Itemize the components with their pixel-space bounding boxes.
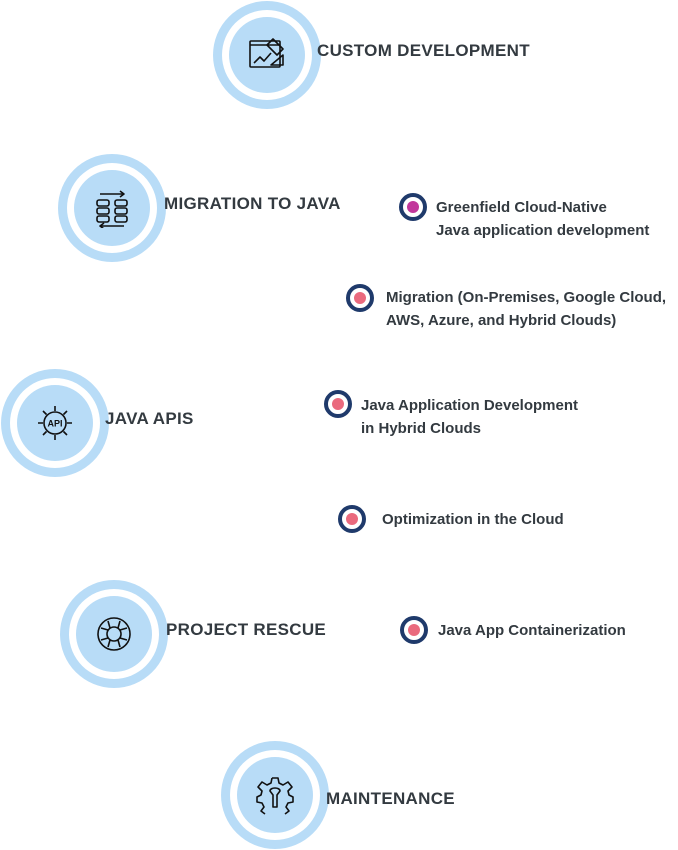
data-migration-icon bbox=[92, 188, 132, 228]
bullet-dot bbox=[399, 193, 427, 221]
service-icon-ring bbox=[60, 580, 168, 688]
service-label: JAVA APIS bbox=[105, 409, 194, 428]
lifebuoy-icon bbox=[94, 614, 134, 654]
bullet-dot bbox=[400, 616, 428, 644]
service-icon-ring bbox=[221, 741, 329, 849]
bullet-dot bbox=[324, 390, 352, 418]
service-icon-ring bbox=[213, 1, 321, 109]
service-icon-ring bbox=[58, 154, 166, 262]
gear-wrench-icon bbox=[255, 775, 295, 815]
feature-line: AWS, Azure, and Hybrid Clouds) bbox=[386, 312, 617, 329]
feature-text: Migration (On-Premises, Google Cloud, AW… bbox=[386, 286, 666, 332]
service-label: MIGRATION TO JAVA bbox=[164, 194, 341, 213]
feature-line: in Hybrid Clouds bbox=[361, 420, 481, 437]
service-label: PROJECT RESCUE bbox=[166, 620, 327, 639]
service-label: MAINTENANCE bbox=[326, 789, 455, 808]
svg-text:API: API bbox=[47, 419, 62, 429]
feature-text: Optimization in the Cloud bbox=[382, 508, 564, 531]
api-gear-icon: API bbox=[35, 403, 75, 443]
bullet-dot bbox=[338, 505, 366, 533]
blueprint-icon bbox=[247, 35, 287, 75]
feature-line: Java App Containerization bbox=[438, 622, 626, 639]
feature-text: Java App Containerization bbox=[438, 619, 626, 642]
feature-line: Optimization in the Cloud bbox=[382, 511, 564, 528]
feature-text: Greenfield Cloud-Native Java application… bbox=[436, 196, 649, 242]
feature-line: Java application development bbox=[436, 222, 650, 239]
bullet-dot bbox=[346, 284, 374, 312]
service-label: CUSTOM DEVELOPMENT bbox=[317, 41, 530, 60]
feature-line: Java Application Development bbox=[361, 397, 579, 414]
service-icon-ring: API bbox=[1, 369, 109, 477]
feature-line: Migration (On-Premises, Google Cloud, bbox=[386, 289, 667, 306]
feature-line: Greenfield Cloud-Native bbox=[436, 199, 607, 216]
feature-text: Java Application Development in Hybrid C… bbox=[361, 394, 578, 440]
